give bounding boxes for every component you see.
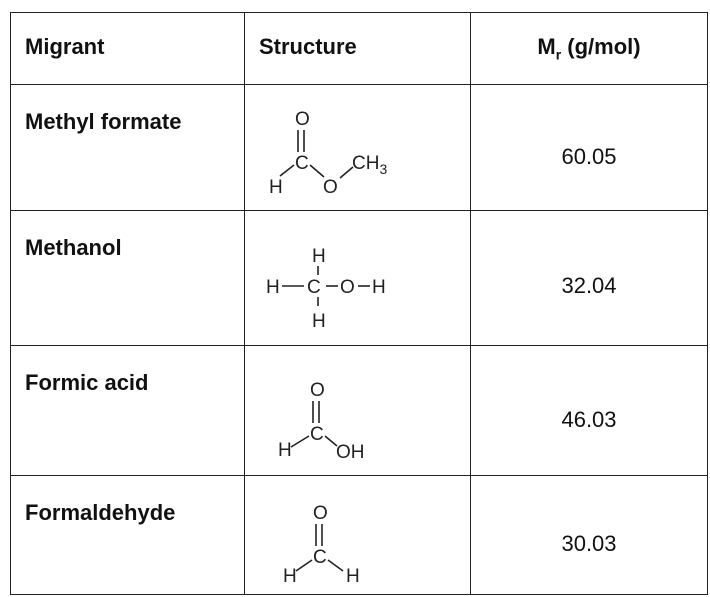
- header-mr-symbol: M: [537, 34, 556, 59]
- atom-c: C: [310, 424, 324, 445]
- table-row: Methanol H H C O H H 32.04: [11, 211, 707, 346]
- methyl-formate-structure: O C H O CH3: [269, 109, 387, 198]
- mr-value: 60.05: [561, 144, 617, 169]
- atom-h: H: [278, 440, 292, 461]
- atom-h-bottom: H: [312, 311, 326, 332]
- atom-o: O: [295, 109, 310, 130]
- bond-c-oh: [324, 435, 338, 447]
- methanol-structure: H H C O H H: [266, 246, 386, 332]
- mr-cell: 30.03: [471, 476, 707, 594]
- migrant-name: Methanol: [25, 235, 122, 260]
- bond-o-ch3: [339, 166, 354, 179]
- mr-value: 30.03: [561, 531, 617, 556]
- bond-c-h-right: [327, 559, 344, 572]
- table-row: Formic acid O C H OH 46.03: [11, 346, 707, 476]
- mr-cell: 32.04: [471, 211, 707, 345]
- atom-o: O: [310, 380, 325, 401]
- atom-ch3-subscript: 3: [379, 161, 387, 177]
- atom-h-left: H: [266, 277, 280, 298]
- header-mr: Mr (g/mol): [471, 34, 707, 62]
- migrant-name: Formaldehyde: [25, 500, 176, 525]
- atom-h: H: [269, 177, 283, 198]
- atom-ch3: CH3: [352, 153, 387, 177]
- atom-o: O: [313, 503, 328, 524]
- atom-h-left: H: [283, 566, 297, 587]
- mr-cell: 46.03: [471, 346, 707, 475]
- table-row: Methyl formate O C H O CH3 60.05: [11, 85, 707, 211]
- mr-value: 46.03: [561, 407, 617, 432]
- migrant-table: Migrant Structure Mr (g/mol) Methyl form…: [10, 12, 708, 595]
- header-mr-unit: (g/mol): [561, 34, 641, 59]
- atom-o2: O: [323, 177, 338, 198]
- bond-c-h: [290, 435, 310, 448]
- bond-c-h-left: [295, 559, 313, 572]
- atom-h-right: H: [346, 566, 360, 587]
- atom-h-top: H: [312, 246, 326, 267]
- atom-h-right: H: [372, 277, 386, 298]
- structure-cell: O C H H: [245, 476, 471, 594]
- formic-acid-structure: O C H OH: [278, 380, 365, 463]
- bond-c-h: [279, 164, 295, 177]
- bond-c-o: [309, 164, 325, 178]
- atom-ch: CH: [352, 153, 379, 174]
- header-structure: Structure: [259, 34, 357, 59]
- header-mr-subscript: r: [555, 46, 562, 63]
- atom-c: C: [307, 277, 321, 298]
- atom-oh: OH: [336, 442, 365, 463]
- formaldehyde-structure: O C H H: [283, 503, 360, 587]
- atom-o: O: [340, 277, 355, 298]
- table-row: Formaldehyde O C H H 30.03: [11, 476, 707, 594]
- header-migrant-cell: Migrant: [11, 13, 245, 84]
- mr-value: 32.04: [561, 273, 617, 298]
- structure-cell: O C H O CH3: [245, 85, 471, 210]
- atom-c: C: [313, 547, 327, 568]
- migrant-cell: Methanol: [11, 211, 245, 345]
- atom-c: C: [295, 153, 309, 174]
- migrant-cell: Formaldehyde: [11, 476, 245, 594]
- migrant-name: Methyl formate: [25, 109, 182, 134]
- header-structure-cell: Structure: [245, 13, 471, 84]
- structure-cell: O C H OH: [245, 346, 471, 475]
- migrant-cell: Methyl formate: [11, 85, 245, 210]
- header-row: Migrant Structure Mr (g/mol): [11, 13, 707, 85]
- migrant-cell: Formic acid: [11, 346, 245, 475]
- mr-cell: 60.05: [471, 85, 707, 210]
- migrant-name: Formic acid: [25, 370, 149, 395]
- structure-cell: H H C O H H: [245, 211, 471, 345]
- header-migrant: Migrant: [25, 34, 105, 59]
- header-mr-cell: Mr (g/mol): [471, 13, 707, 84]
